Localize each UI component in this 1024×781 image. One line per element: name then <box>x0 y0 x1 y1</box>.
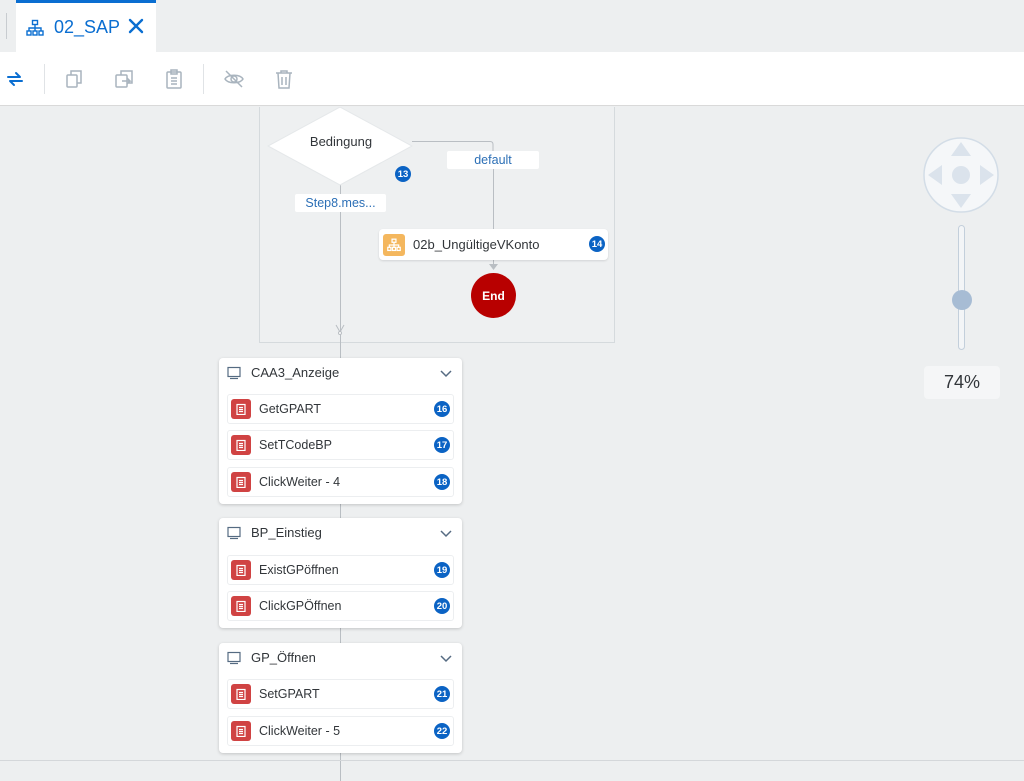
step-label: ExistGPöffnen <box>259 563 339 577</box>
zoom-level-display: 74% <box>924 366 1000 399</box>
flow-canvas[interactable]: Bedingung 13 default Step8.mes... 02b_Un… <box>0 107 1024 781</box>
subflow-label: 02b_UngültigeVKonto <box>413 237 540 252</box>
step-item[interactable]: ClickWeiter - 5 22 <box>227 716 454 746</box>
step-item[interactable]: SetTCodeBP 17 <box>227 430 454 460</box>
step-item[interactable]: ClickWeiter - 4 18 <box>227 467 454 497</box>
pan-down-icon[interactable] <box>951 194 971 208</box>
step-number-badge: 16 <box>434 401 450 417</box>
screen-card[interactable]: GP_Öffnen SetGPART 21 ClickWeiter - 5 22 <box>219 643 462 753</box>
step-label: ClickWeiter - 5 <box>259 724 341 738</box>
redo-icon[interactable] <box>4 68 26 90</box>
clipboard-icon <box>231 684 251 704</box>
card-title: GP_Öffnen <box>251 650 316 665</box>
arrow-head-icon <box>489 264 498 270</box>
step-item[interactable]: GetGPART 16 <box>227 394 454 424</box>
card-header[interactable]: BP_Einstieg <box>219 518 462 548</box>
subflow-node[interactable]: 02b_UngültigeVKonto 14 <box>379 229 608 260</box>
step-item[interactable]: ClickGPÖffnen 20 <box>227 591 454 621</box>
step-number-badge: 14 <box>589 236 605 252</box>
connector-corner <box>484 141 494 151</box>
connector-line <box>493 151 494 229</box>
edge-label-default[interactable]: default <box>447 151 539 169</box>
card-header[interactable]: GP_Öffnen <box>219 643 462 673</box>
export-icon[interactable] <box>113 68 135 90</box>
hierarchy-icon <box>383 233 405 256</box>
step-number-badge: 20 <box>434 598 450 614</box>
clipboard-icon <box>231 596 251 616</box>
arrow-head-icon <box>335 324 345 335</box>
toolbar-separator <box>203 64 204 94</box>
pan-right-icon[interactable] <box>980 165 994 185</box>
connector-line <box>412 141 490 142</box>
card-title: CAA3_Anzeige <box>251 365 340 380</box>
clipboard-icon <box>231 721 251 741</box>
clipboard-icon <box>231 399 251 419</box>
step-label: GetGPART <box>259 402 322 416</box>
end-node[interactable]: End <box>471 273 516 318</box>
chevron-down-icon[interactable] <box>440 527 452 539</box>
hide-icon[interactable] <box>223 68 245 90</box>
close-icon[interactable] <box>128 18 144 34</box>
step-number-badge: 21 <box>434 686 450 702</box>
step-item[interactable]: SetGPART 21 <box>227 679 454 709</box>
card-header[interactable]: CAA3_Anzeige <box>219 358 462 388</box>
edge-label-step[interactable]: Step8.mes... <box>295 194 386 212</box>
navigation-pad[interactable] <box>922 136 1000 214</box>
tab-bar: 02_SAP <box>0 0 1024 52</box>
tab-separator <box>6 13 7 39</box>
bottom-divider <box>0 760 1024 761</box>
paste-icon[interactable] <box>163 68 185 90</box>
decision-label: Bedingung <box>309 134 373 149</box>
hierarchy-icon <box>26 19 44 37</box>
clipboard-icon <box>231 435 251 455</box>
pan-up-icon[interactable] <box>951 142 971 156</box>
screen-icon <box>227 526 241 540</box>
screen-card[interactable]: BP_Einstieg ExistGPöffnen 19 ClickGPÖffn… <box>219 518 462 628</box>
duplicate-icon[interactable] <box>63 68 85 90</box>
step-label: SetTCodeBP <box>259 438 332 452</box>
screen-card[interactable]: CAA3_Anzeige GetGPART 16 SetTCodeBP 17 C… <box>219 358 462 504</box>
toolbar <box>0 52 1024 106</box>
step-label: ClickWeiter - 4 <box>259 475 341 489</box>
step-item[interactable]: ExistGPöffnen 19 <box>227 555 454 585</box>
step-label: SetGPART <box>259 687 320 701</box>
screen-icon <box>227 366 241 380</box>
pan-left-icon[interactable] <box>928 165 942 185</box>
tab-title: 02_SAP <box>54 17 121 37</box>
chevron-down-icon[interactable] <box>440 652 452 664</box>
card-title: BP_Einstieg <box>251 525 322 540</box>
step-number-badge: 22 <box>434 723 450 739</box>
step-number-badge: 18 <box>434 474 450 490</box>
zoom-slider-handle[interactable] <box>952 290 972 310</box>
center-icon[interactable] <box>952 166 970 184</box>
clipboard-icon <box>231 560 251 580</box>
delete-icon[interactable] <box>273 68 295 90</box>
step-number-badge: 19 <box>434 562 450 578</box>
step-number-badge: 17 <box>434 437 450 453</box>
decision-diamond[interactable] <box>266 107 414 186</box>
tab-02-sap[interactable]: 02_SAP <box>16 0 156 52</box>
zoom-slider[interactable] <box>958 225 965 350</box>
toolbar-separator <box>44 64 45 94</box>
screen-icon <box>227 651 241 665</box>
chevron-down-icon[interactable] <box>440 367 452 379</box>
clipboard-icon <box>231 472 251 492</box>
step-number-badge: 13 <box>395 166 411 182</box>
connector-line <box>340 185 341 335</box>
step-label: ClickGPÖffnen <box>259 599 342 613</box>
